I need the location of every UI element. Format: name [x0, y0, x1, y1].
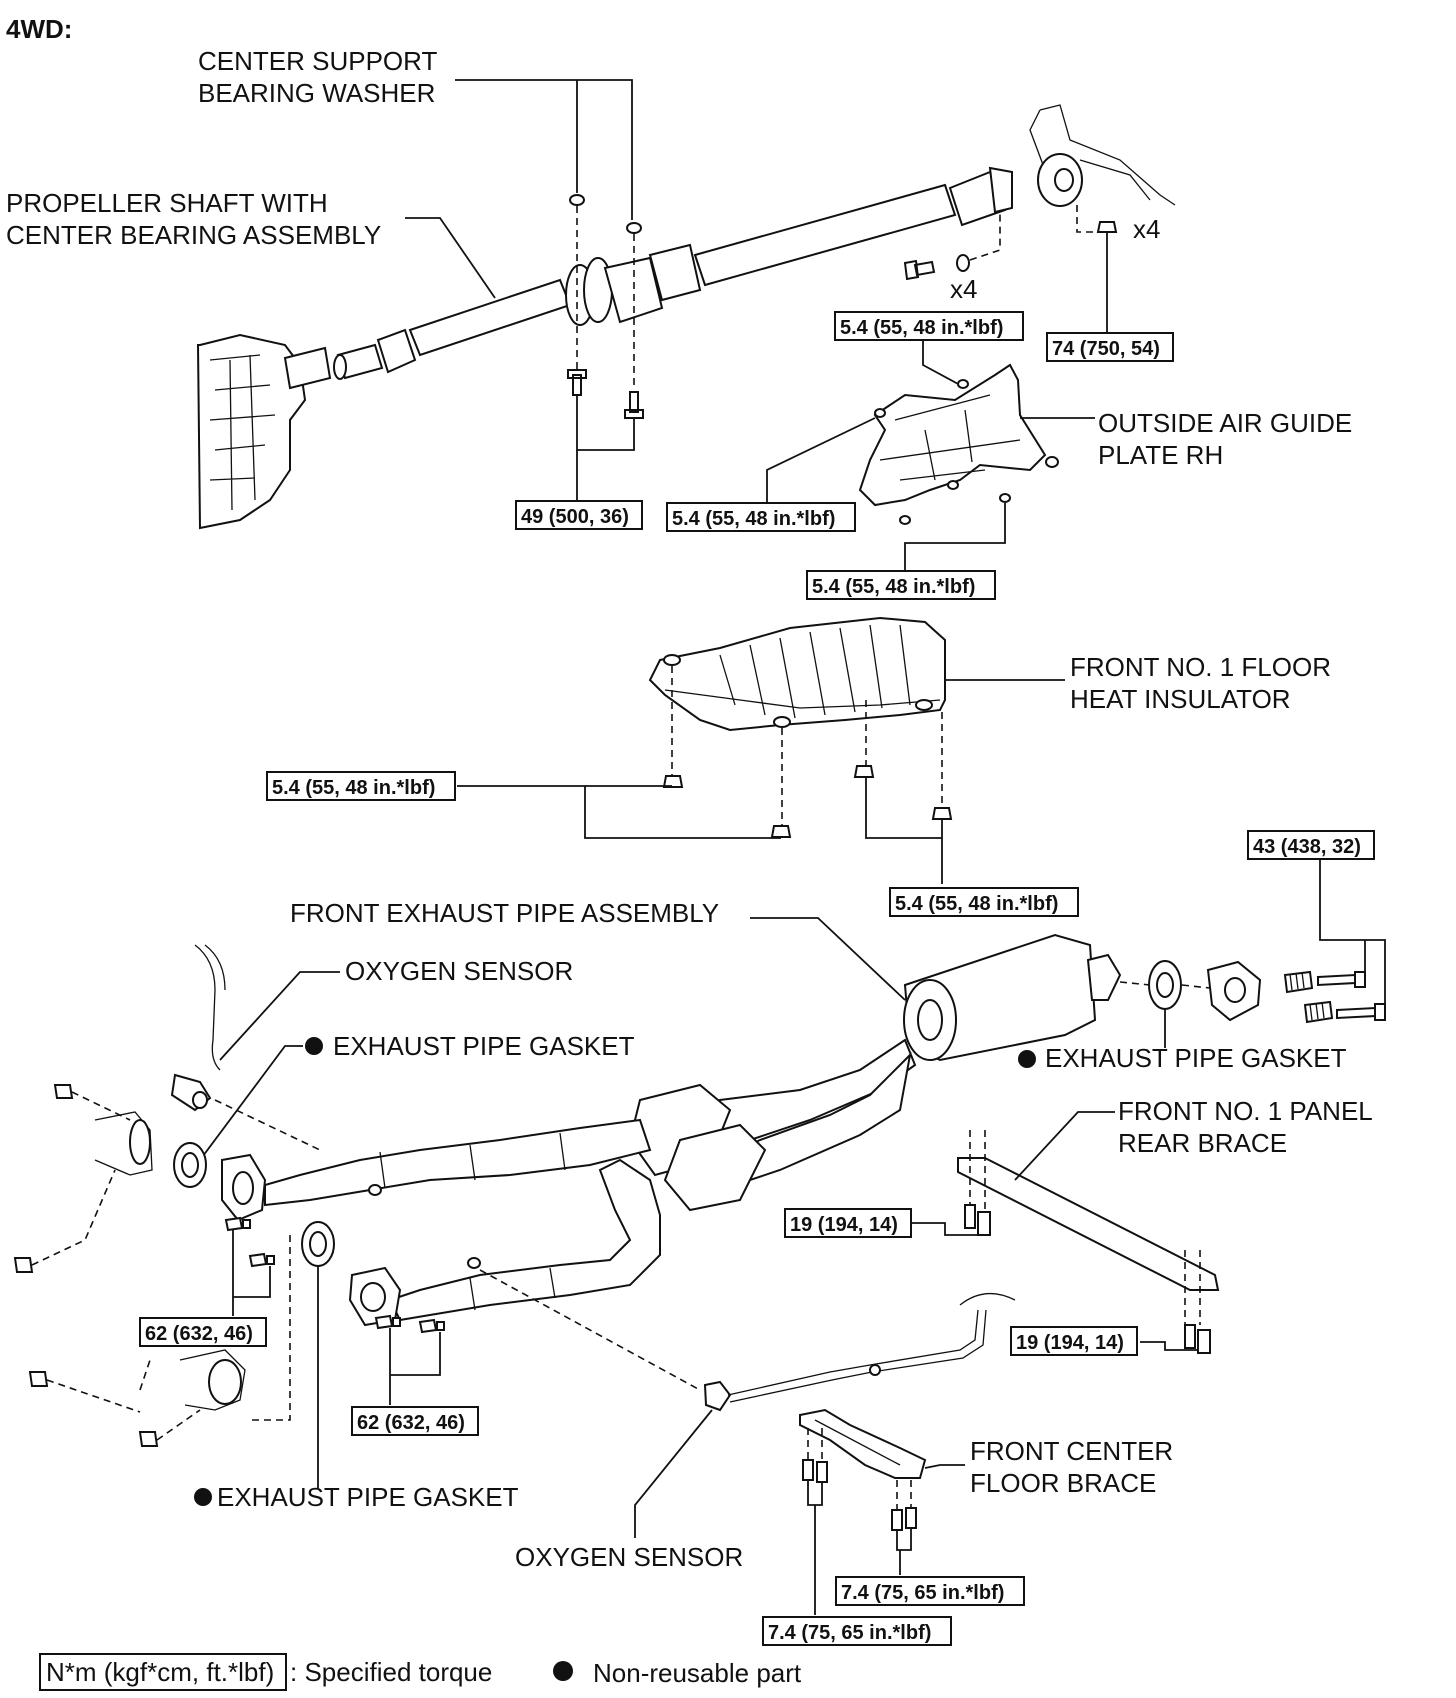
svg-text:7.4 (75, 65 in.*lbf): 7.4 (75, 65 in.*lbf) — [768, 1622, 931, 1644]
svg-text:5.4 (55, 48 in.*lbf): 5.4 (55, 48 in.*lbf) — [272, 777, 435, 799]
bolt-icon — [624, 391, 644, 419]
torque-spec: 43 (438, 32) — [1247, 830, 1375, 860]
bolt-icon — [374, 1314, 401, 1330]
label-air-guide-line1: OUTSIDE AIR GUIDE — [1098, 408, 1352, 438]
svg-text:5.4 (55, 48 in.*lbf): 5.4 (55, 48 in.*lbf) — [840, 317, 1003, 339]
outside-air-guide-plate — [858, 363, 1059, 525]
exhaust-manifold-right — [28, 1349, 246, 1447]
label-oxygen-sensor-top: OXYGEN SENSOR — [345, 956, 573, 986]
label-panel-brace-line2: REAR BRACE — [1118, 1128, 1287, 1158]
non-reusable-icon — [1018, 1050, 1036, 1068]
legend-torque-box: N*m (kgf*cm, ft.*lbf) — [46, 1657, 274, 1687]
bolt-icon — [1184, 1324, 1211, 1354]
legend-torque-desc: : Specified torque — [290, 1657, 492, 1687]
svg-text:19 (194, 14): 19 (194, 14) — [790, 1214, 898, 1236]
label-center-brace-line1: FRONT CENTER — [970, 1436, 1173, 1466]
svg-text:5.4 (55, 48 in.*lbf): 5.4 (55, 48 in.*lbf) — [812, 576, 975, 598]
torque-spec: 5.4 (55, 48 in.*lbf) — [266, 771, 456, 801]
washer-icon — [956, 254, 970, 272]
bolt-icon — [418, 1318, 445, 1334]
svg-text:7.4 (75, 65 in.*lbf): 7.4 (75, 65 in.*lbf) — [841, 1582, 1004, 1604]
label-center-support-line1: CENTER SUPPORT — [198, 46, 437, 76]
label-propeller-shaft-line1: PROPELLER SHAFT WITH — [6, 188, 328, 218]
svg-text:5.4 (55, 48 in.*lbf): 5.4 (55, 48 in.*lbf) — [672, 508, 835, 530]
bolt-icon — [903, 259, 936, 281]
label-x4-right: x4 — [1133, 214, 1160, 244]
oxygen-sensor-top — [170, 944, 226, 1112]
label-air-guide-line2: PLATE RH — [1098, 440, 1223, 470]
bolt-icon — [964, 1204, 991, 1236]
label-x4-center: x4 — [950, 274, 977, 304]
floor-heat-insulator — [648, 616, 946, 732]
bolt-icon — [891, 1507, 917, 1531]
torque-spec: 74 (750, 54) — [1046, 332, 1174, 362]
torque-spec: 5.4 (55, 48 in.*lbf) — [889, 887, 1079, 917]
torque-spec: 19 (194, 14) — [784, 1208, 912, 1238]
nut-icon — [770, 825, 792, 838]
svg-text:5.4 (55, 48 in.*lbf): 5.4 (55, 48 in.*lbf) — [895, 893, 1058, 915]
transfer-case — [196, 333, 332, 530]
torque-spec: 5.4 (55, 48 in.*lbf) — [806, 570, 996, 600]
svg-text:62 (632, 46): 62 (632, 46) — [145, 1323, 253, 1345]
bolt-icon — [567, 369, 587, 396]
label-insulator-line1: FRONT NO. 1 FLOOR — [1070, 652, 1331, 682]
torque-spec: 5.4 (55, 48 in.*lbf) — [834, 311, 1024, 341]
front-center-floor-brace — [799, 1408, 927, 1479]
exhaust-manifold-left — [13, 1084, 153, 1273]
bolt-icon — [224, 1216, 251, 1232]
nut-icon — [931, 807, 953, 820]
label-insulator-line2: HEAT INSULATOR — [1070, 684, 1291, 714]
torque-spec: 62 (632, 46) — [139, 1317, 267, 1347]
label-exhaust-gasket-right: EXHAUST PIPE GASKET — [1045, 1043, 1347, 1073]
svg-text:19 (194, 14): 19 (194, 14) — [1016, 1332, 1124, 1354]
label-panel-brace-line1: FRONT NO. 1 PANEL — [1118, 1096, 1373, 1126]
non-reusable-icon — [305, 1037, 323, 1055]
label-oxygen-sensor-bottom: OXYGEN SENSOR — [515, 1542, 743, 1572]
differential-flange — [1029, 104, 1176, 207]
torque-spec: 19 (194, 14) — [1010, 1326, 1138, 1356]
torque-spec: 62 (632, 46) — [351, 1406, 479, 1436]
spring-bolt — [1283, 970, 1386, 1024]
front-exhaust-pipe-assembly — [221, 933, 1122, 1327]
svg-text:74 (750, 54): 74 (750, 54) — [1052, 338, 1160, 360]
label-propeller-shaft-line2: CENTER BEARING ASSEMBLY — [6, 220, 381, 250]
torque-spec: 5.4 (55, 48 in.*lbf) — [666, 502, 856, 532]
torque-spec: 49 (500, 36) — [515, 500, 643, 530]
label-center-support-line2: BEARING WASHER — [198, 78, 435, 108]
label-exhaust-gasket-bottom: EXHAUST PIPE GASKET — [217, 1482, 519, 1512]
nut-icon — [662, 775, 684, 788]
washer-icon — [569, 194, 585, 206]
torque-spec: 7.4 (75, 65 in.*lbf) — [835, 1576, 1025, 1606]
svg-text:43 (438, 32): 43 (438, 32) — [1253, 836, 1361, 858]
legend-nonreusable-desc: Non-reusable part — [593, 1658, 802, 1688]
nut-icon — [853, 765, 875, 778]
non-reusable-icon — [553, 1661, 573, 1681]
torque-spec: 7.4 (75, 65 in.*lbf) — [762, 1616, 952, 1646]
page-title: 4WD: — [6, 14, 72, 44]
svg-text:49 (500, 36): 49 (500, 36) — [521, 506, 629, 528]
front-panel-rear-brace — [957, 1157, 1220, 1291]
svg-text:62 (632, 46): 62 (632, 46) — [357, 1412, 465, 1434]
washer-icon — [626, 222, 642, 234]
bolt-icon — [248, 1252, 275, 1268]
label-exhaust-gasket-top: EXHAUST PIPE GASKET — [333, 1031, 635, 1061]
label-center-brace-line2: FLOOR BRACE — [970, 1468, 1156, 1498]
nut-icon — [1096, 221, 1118, 233]
non-reusable-icon — [194, 1488, 212, 1506]
oxygen-sensor-bottom — [479, 1269, 1016, 1412]
label-front-exhaust-pipe: FRONT EXHAUST PIPE ASSEMBLY — [290, 898, 719, 928]
propeller-shaft — [333, 166, 1013, 380]
bolt-icon — [802, 1459, 828, 1483]
legend: N*m (kgf*cm, ft.*lbf) : Specified torque… — [39, 1653, 802, 1691]
